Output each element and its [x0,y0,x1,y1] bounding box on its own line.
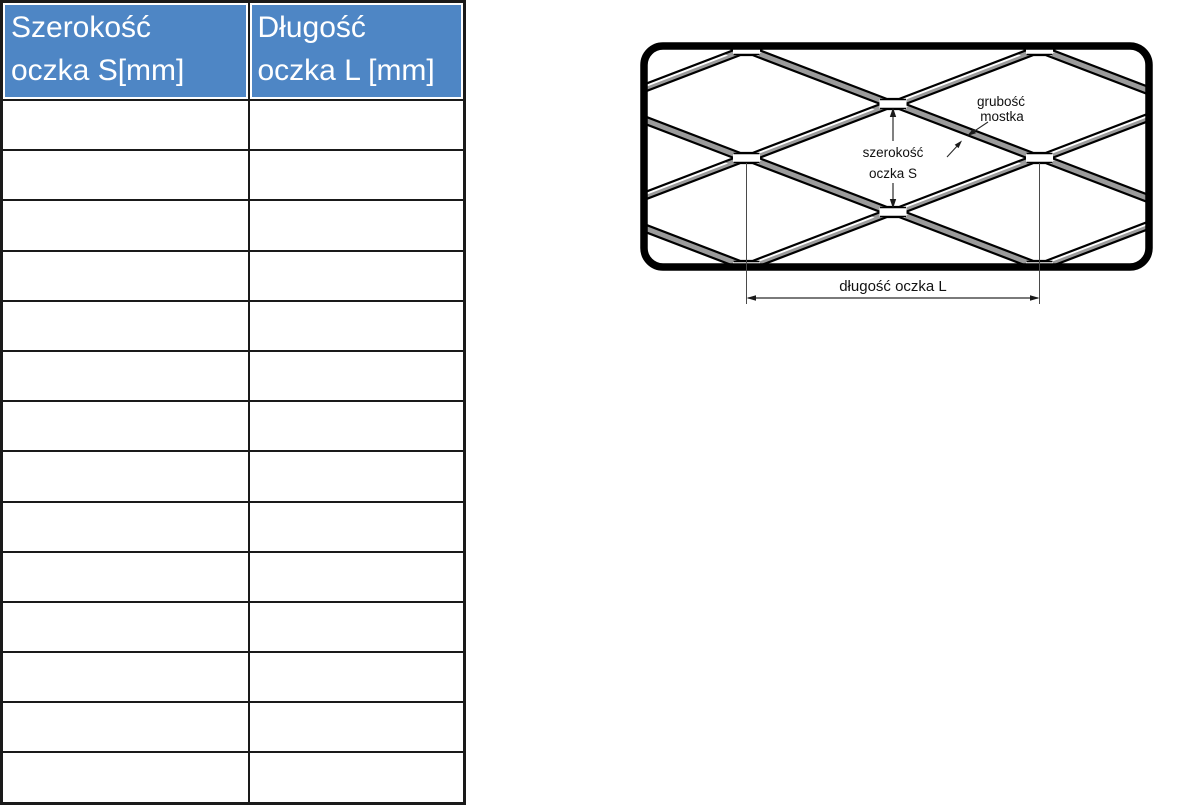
table-cell [0,450,250,503]
arrowhead-right-icon [1030,295,1040,301]
table-row [0,651,466,704]
table-cell [0,98,250,152]
column-header-mesh-length: Długość oczka L [mm] [247,0,466,101]
mesh-node-bar [600,100,614,109]
panel-border [640,42,1153,271]
table-row [0,400,466,453]
table-cell [0,199,250,252]
header-line: Długość [257,11,366,44]
spec-table-head: Szerokość oczka S[mm] Długość oczka L [m… [0,0,466,101]
mesh-node-bar [879,99,907,109]
label-mask [856,141,930,183]
spec-table: Szerokość oczka S[mm] Długość oczka L [m… [0,0,466,805]
table-cell [0,651,250,704]
table-cell [247,199,466,252]
table-cell [247,98,466,152]
table-cell [247,751,466,805]
arrowhead-upright-icon [954,140,962,149]
table-cell [0,299,250,352]
table-cell [247,500,466,553]
table-row [0,701,466,754]
table-row [0,349,466,403]
table-row [0,98,466,152]
table-cell [247,701,466,754]
table-cell [247,149,466,202]
mesh-node-bar [600,208,614,217]
mesh-node-bar [733,153,760,163]
arrowhead-up-icon [889,107,897,117]
table-cell [0,550,250,603]
table-cell [0,751,250,805]
table-cell [247,400,466,453]
table-cell [247,349,466,403]
mesh-node-bar [1173,208,1184,217]
mesh-opening [613,20,881,45]
table-cell [0,149,250,202]
header-line: Szerokość [11,11,152,44]
bridge-thickness-label-line1: grubość [977,94,1025,109]
mesh-opening [1050,107,1146,209]
table-row [0,751,466,805]
arrowhead-down-icon [889,199,897,209]
mesh-opening [906,20,1174,45]
table-row [0,199,466,252]
table-cell [247,651,466,704]
mesh-length-label: długość oczka L [839,278,947,295]
dimension-mesh-length [746,163,1040,304]
table-row [0,600,466,654]
table-row [0,500,466,553]
header-line: oczka L [mm] [257,54,435,87]
table-cell [247,299,466,352]
mesh-node-bar [1026,153,1053,163]
header-line: oczka S[mm] [11,54,185,87]
mesh-opening [647,215,736,264]
table-cell [0,600,250,654]
table-cell [247,249,466,302]
mesh-width-label-line1: szerokość [863,145,924,160]
spec-table-body [0,98,466,805]
table-cell [0,349,250,403]
table-row [0,149,466,202]
mesh-node-bar [733,49,760,55]
table-cell [0,701,250,754]
mesh-node-bar [1173,100,1184,109]
table-cell [0,400,250,453]
mesh-opening [1050,215,1146,264]
column-header-mesh-width: Szerokość oczka S[mm] [0,0,250,101]
table-row [0,249,466,302]
table-cell [247,450,466,503]
arrowhead-left-icon [746,295,756,301]
bridge-thickness-label-line2: mostka [980,109,1024,124]
mesh-diagram: szerokość oczka S grubość mostka długość… [600,20,1184,304]
table-row [0,550,466,603]
header-row: Szerokość oczka S[mm] Długość oczka L [m… [0,0,466,101]
mesh-node-bar [879,207,907,217]
arrowhead-downleft-icon [967,128,976,136]
table-row [0,299,466,352]
mesh-node-bar [1026,49,1053,55]
mesh-opening [1050,49,1146,101]
table-cell [247,600,466,654]
table-row [0,450,466,503]
table-cell [0,500,250,553]
table-cell [0,249,250,302]
table-cell [247,550,466,603]
mesh-width-label-line2: oczka S [869,166,917,181]
